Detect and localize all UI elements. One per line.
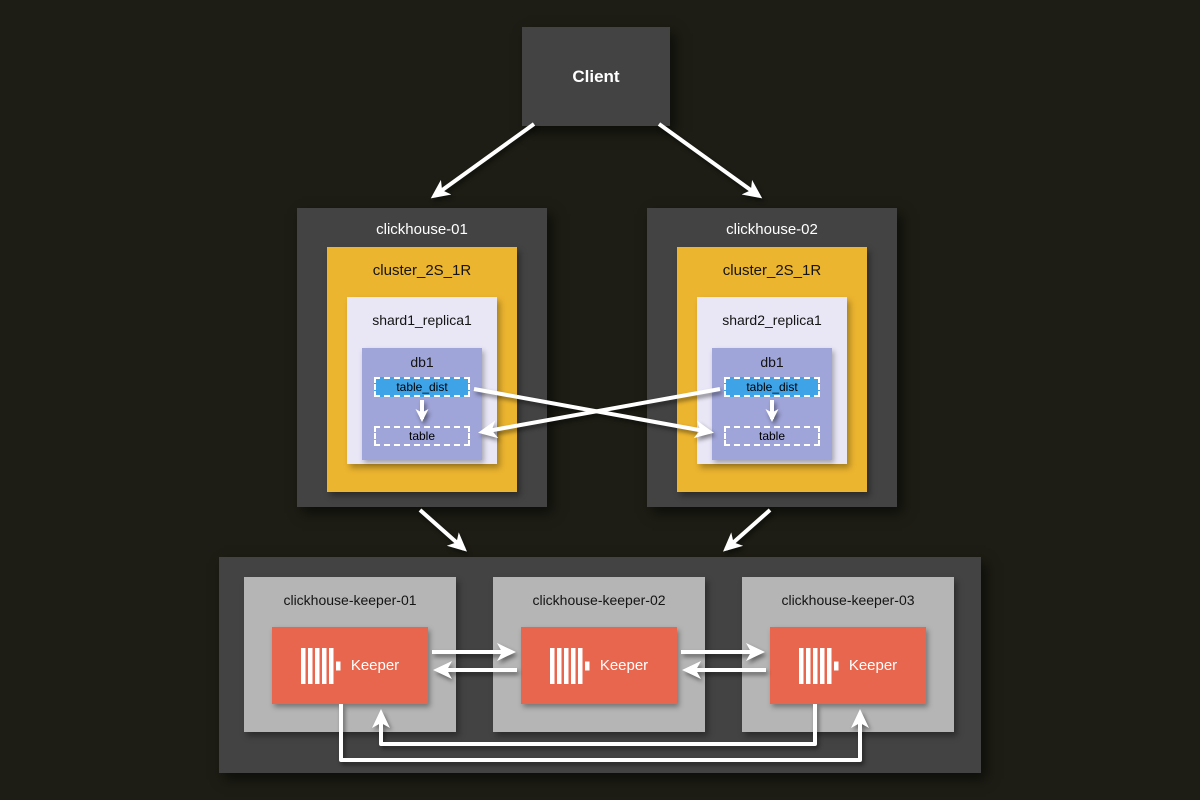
db-label: db1 (760, 354, 784, 370)
cluster-label: cluster_2S_1R (722, 262, 822, 279)
node-clickhouse-01: clickhouse-01 cluster_2S_1R shard1_repli… (297, 208, 547, 507)
keeper-node-title: clickhouse-keeper-03 (781, 592, 915, 608)
keeper-node-title: clickhouse-keeper-02 (532, 592, 666, 608)
table-label: table (408, 429, 436, 443)
clickhouse-bars-icon (549, 647, 590, 684)
arrow-client-to-clickhouse-02 (657, 122, 763, 199)
client-label: Client (572, 66, 620, 86)
node-clickhouse-02: clickhouse-02 cluster_2S_1R shard2_repli… (647, 208, 897, 507)
client-box: Client (522, 27, 670, 126)
cluster-label: cluster_2S_1R (372, 262, 472, 279)
arrow-client-to-clickhouse-01 (430, 122, 536, 199)
keeper-service-box: Keeper (770, 627, 926, 704)
keeper-node-03: clickhouse-keeper-03 Keeper (742, 577, 954, 732)
keeper-node-02: clickhouse-keeper-02 Keeper (493, 577, 705, 732)
cluster-box: cluster_2S_1R shard2_replica1 db1 table_… (677, 247, 867, 492)
shard-label: shard2_replica1 (722, 312, 822, 328)
cluster-box: cluster_2S_1R shard1_replica1 db1 table_… (327, 247, 517, 492)
keeper-node-title: clickhouse-keeper-01 (283, 592, 417, 608)
keeper-service-box: Keeper (272, 627, 428, 704)
db-box: db1 table_dist table (362, 348, 482, 460)
keeper-cluster-box: clickhouse-keeper-01 Keeper clickhouse-k… (219, 557, 981, 773)
table-box: table (374, 426, 470, 446)
table-box: table (724, 426, 820, 446)
node-title: clickhouse-01 (376, 221, 468, 238)
keeper-node-01: clickhouse-keeper-01 Keeper (244, 577, 456, 732)
table-dist-label: table_dist (396, 380, 448, 394)
clickhouse-bars-icon (300, 647, 341, 684)
db-box: db1 table_dist table (712, 348, 832, 460)
arrow-clickhouse-01-to-keepers (418, 508, 467, 552)
table-label: table (758, 429, 786, 443)
node-title: clickhouse-02 (726, 221, 818, 238)
keeper-service-label: Keeper (599, 657, 649, 674)
shard-label: shard1_replica1 (372, 312, 472, 328)
keeper-service-box: Keeper (521, 627, 677, 704)
table-dist-box: table_dist (724, 377, 820, 397)
keeper-service-label: Keeper (848, 657, 898, 674)
clickhouse-bars-icon (798, 647, 839, 684)
table-dist-box: table_dist (374, 377, 470, 397)
keeper-service-label: Keeper (350, 657, 400, 674)
table-dist-label: table_dist (746, 380, 798, 394)
arrow-clickhouse-02-to-keepers (723, 508, 772, 552)
db-label: db1 (410, 354, 434, 370)
shard-box: shard2_replica1 db1 table_dist table (697, 297, 847, 464)
shard-box: shard1_replica1 db1 table_dist table (347, 297, 497, 464)
